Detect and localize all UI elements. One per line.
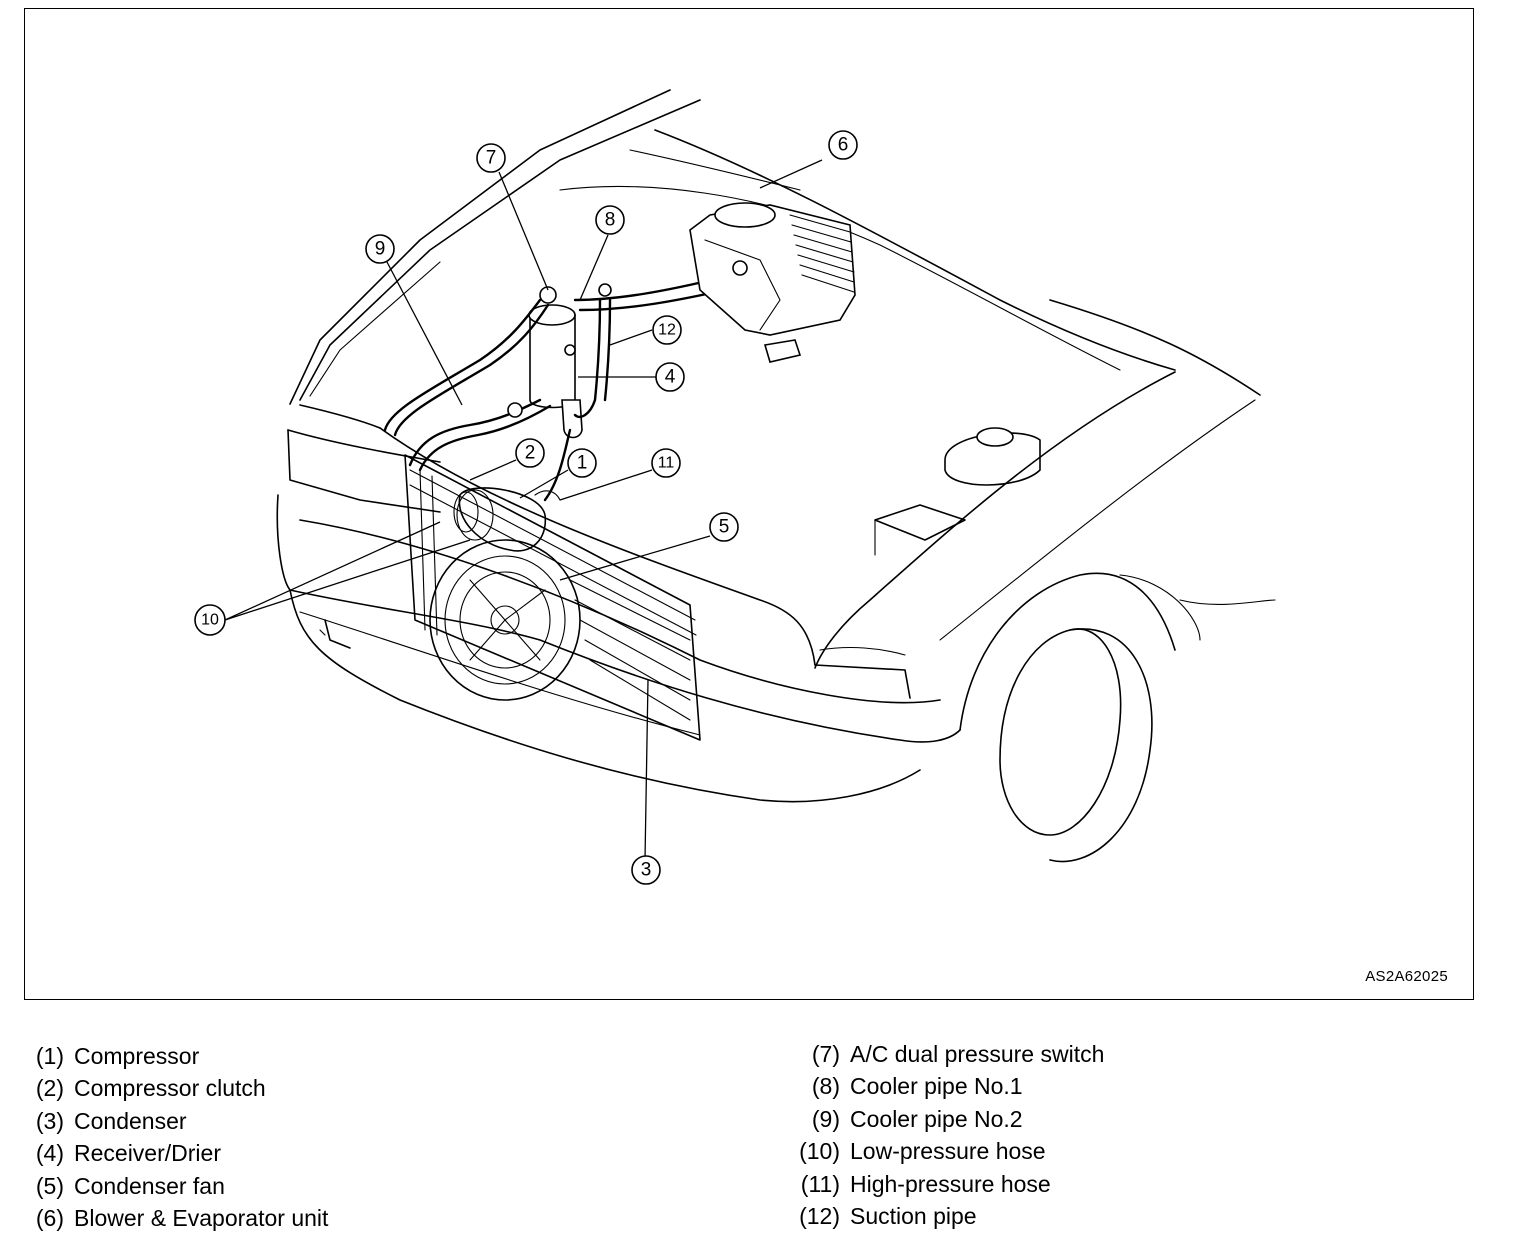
svg-text:8: 8 — [605, 210, 616, 231]
legend-number: (1) — [35, 1043, 64, 1069]
legend-number: (4) — [35, 1140, 64, 1167]
callout-8: 8 — [595, 205, 625, 235]
legend-label: Blower & Evaporator unit — [74, 1205, 329, 1232]
condenser-fan-drawing — [429, 539, 581, 701]
callout-10: 10 — [194, 604, 226, 636]
legend-label: High-pressure hose — [850, 1170, 1051, 1197]
legend-item: (1) Compressor — [28, 1040, 328, 1072]
legend-number: (9) — [811, 1105, 840, 1132]
legend-item: (8) Cooler pipe No.1 — [788, 1070, 1104, 1102]
callout-1: 1 — [567, 448, 597, 478]
legend-label: Low-pressure hose — [850, 1138, 1046, 1165]
svg-text:4: 4 — [665, 367, 676, 388]
legend-item: (10) Low-pressure hose — [788, 1135, 1104, 1167]
legend-item: (9) Cooler pipe No.2 — [788, 1103, 1104, 1135]
legend-number: (7) — [811, 1041, 840, 1067]
legend-number: (10) — [799, 1138, 840, 1165]
legend-label: Cooler pipe No.2 — [850, 1105, 1023, 1132]
callout-9: 9 — [365, 234, 395, 264]
callout-12: 12 — [652, 315, 682, 345]
condenser-drawing — [404, 454, 701, 741]
svg-text:10: 10 — [201, 612, 219, 629]
svg-text:5: 5 — [719, 517, 730, 538]
legend-item: (6) Blower & Evaporator unit — [28, 1202, 329, 1234]
leader-lines — [224, 159, 823, 861]
legend-number: (12) — [799, 1203, 840, 1230]
svg-text:3: 3 — [641, 860, 652, 881]
legend-right-column: (7) A/C dual pressure switch (8) Cooler pi… — [788, 1038, 1104, 1232]
ac-system-diagram: 1 2 3 4 5 6 7 8 9 10 11 12 — [194, 89, 1276, 885]
legend-item: (2) Compressor clutch — [28, 1072, 328, 1104]
svg-text:11: 11 — [658, 455, 675, 472]
legend-item: (7) A/C dual pressure switch — [788, 1038, 1105, 1070]
svg-text:12: 12 — [658, 322, 676, 339]
legend-label: Receiver/Drier — [74, 1140, 221, 1167]
diagram-frame — [24, 8, 1474, 1000]
legend-item: (11) High-pressure hose — [788, 1168, 1104, 1200]
legend-number: (3) — [35, 1107, 64, 1134]
legend-number: (5) — [35, 1172, 64, 1199]
legend-label: Cooler pipe No.1 — [850, 1073, 1023, 1100]
figure-code: AS2A62025 — [1365, 968, 1448, 985]
legend-item: (12) Suction pipe — [788, 1200, 1104, 1232]
legend-item: (3) Condenser — [28, 1105, 328, 1137]
legend-number: (2) — [35, 1075, 64, 1102]
svg-text:7: 7 — [486, 148, 497, 169]
callout-3: 3 — [631, 855, 661, 885]
callout-2: 2 — [515, 438, 545, 468]
legend-label: A/C dual pressure switch — [850, 1041, 1105, 1067]
blower-evaporator-drawing — [689, 202, 856, 363]
legend-number: (8) — [811, 1073, 840, 1100]
svg-text:2: 2 — [525, 443, 536, 464]
refrigerant-lines-drawing — [383, 266, 750, 502]
legend-number: (6) — [35, 1205, 64, 1232]
legend-label: Condenser fan — [74, 1172, 225, 1199]
svg-text:6: 6 — [838, 135, 849, 156]
callout-4: 4 — [655, 362, 685, 392]
compressor-drawing — [453, 487, 561, 552]
legend-number: (11) — [800, 1170, 840, 1197]
receiver-drier-drawing — [528, 286, 583, 439]
legend-label: Suction pipe — [850, 1203, 977, 1230]
legend-label: Compressor clutch — [74, 1075, 266, 1102]
svg-text:1: 1 — [577, 453, 588, 474]
svg-text:9: 9 — [375, 239, 386, 260]
legend-item: (5) Condenser fan — [28, 1170, 328, 1202]
legend-label: Compressor — [74, 1043, 200, 1069]
legend-item: (4) Receiver/Drier — [28, 1137, 328, 1169]
callout-5: 5 — [709, 512, 739, 542]
callout-7: 7 — [476, 143, 506, 173]
callout-11: 11 — [651, 448, 681, 478]
callout-6: 6 — [828, 130, 858, 160]
legend-left-column: (1) Compressor (2) Compressor clutch (3) Co… — [28, 1040, 329, 1234]
legend-label: Condenser — [74, 1107, 187, 1134]
